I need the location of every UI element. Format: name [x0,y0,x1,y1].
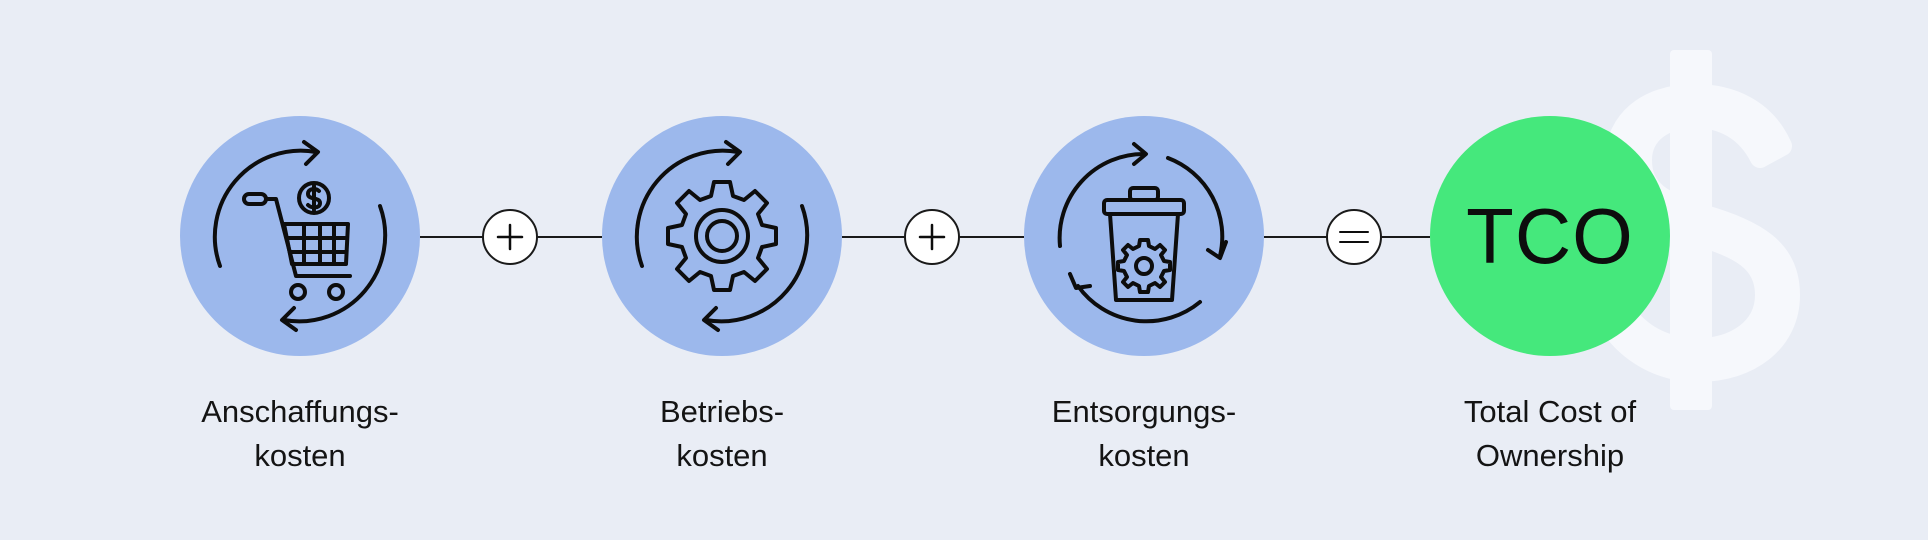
plus-icon [918,223,946,251]
plus-operator [482,209,538,265]
step-label: Betriebs- kosten [562,390,882,478]
trash-cycle-icon [1057,142,1228,324]
plus-operator [904,209,960,265]
label-line: Entsorgungs- [1051,394,1237,429]
step-label: Entsorgungs- kosten [984,390,1304,478]
label-line: Ownership [1475,438,1625,473]
tco-text: TCO [1466,191,1634,280]
operating-cost-node [602,116,842,356]
plus-icon [496,223,524,251]
equals-icon [1339,231,1369,243]
equals-operator [1326,209,1382,265]
label-line: kosten [1098,438,1190,473]
acquisition-cost-node [180,116,420,356]
label-line: kosten [254,438,346,473]
cart-cycle-icon [212,140,388,332]
label-line: Total Cost of [1463,394,1637,429]
label-line: Betriebs- [659,394,785,429]
disposal-cost-node [1024,116,1264,356]
step-label: Total Cost of Ownership [1390,390,1710,478]
step-label: Anschaffungs- kosten [140,390,460,478]
label-line: kosten [676,438,768,473]
tco-node: TCO [1430,116,1670,356]
gear-cycle-icon [634,140,810,332]
label-line: Anschaffungs- [201,394,399,429]
